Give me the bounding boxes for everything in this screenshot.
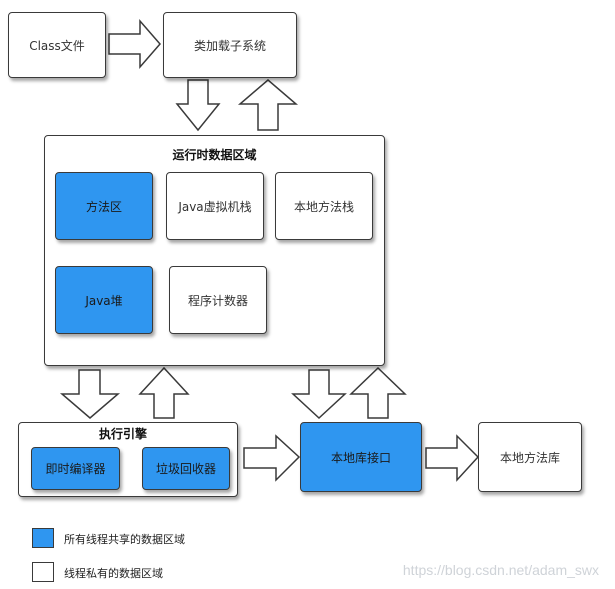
jit-compiler-label: 即时编译器 bbox=[45, 462, 106, 476]
jit-compiler-node: 即时编译器 bbox=[31, 447, 120, 490]
java-heap-label: Java堆 bbox=[85, 293, 123, 308]
java-vm-stack-label: Java虚拟机栈 bbox=[178, 199, 252, 214]
legend-shared-swatch bbox=[32, 528, 54, 548]
native-interface-label: 本地库接口 bbox=[330, 450, 391, 465]
native-library-node: 本地方法库 bbox=[478, 422, 582, 492]
arrow-engine-to-native-interface bbox=[243, 434, 301, 482]
native-method-stack-label: 本地方法栈 bbox=[293, 199, 354, 214]
arrow-class-to-loader bbox=[108, 18, 161, 70]
class-loader-label: 类加载子系统 bbox=[193, 38, 266, 53]
legend-private-swatch bbox=[32, 562, 54, 582]
legend-private-label: 线程私有的数据区域 bbox=[64, 567, 163, 580]
arrow-loader-to-runtime bbox=[175, 79, 221, 132]
arrow-native-interface-to-runtime bbox=[349, 366, 407, 419]
garbage-collector-node: 垃圾回收器 bbox=[142, 447, 230, 490]
arrow-runtime-to-loader bbox=[237, 79, 299, 131]
program-counter-node: 程序计数器 bbox=[169, 266, 267, 334]
native-library-label: 本地方法库 bbox=[499, 450, 560, 465]
arrow-native-interface-to-library bbox=[425, 434, 480, 482]
class-file-label: Class文件 bbox=[29, 38, 85, 53]
method-area-node: 方法区 bbox=[55, 172, 153, 240]
program-counter-label: 程序计数器 bbox=[187, 293, 248, 308]
native-method-stack-node: 本地方法栈 bbox=[275, 172, 373, 240]
arrow-runtime-to-native-interface bbox=[291, 369, 347, 420]
method-area-label: 方法区 bbox=[85, 199, 122, 214]
runtime-data-area-title: 运行时数据区域 bbox=[172, 148, 257, 162]
watermark-text: https://blog.csdn.net/adam_swx bbox=[402, 562, 599, 578]
garbage-collector-label: 垃圾回收器 bbox=[155, 462, 216, 476]
java-vm-stack-node: Java虚拟机栈 bbox=[166, 172, 264, 240]
arrow-engine-to-runtime bbox=[138, 366, 190, 419]
execution-engine-title: 执行引擎 bbox=[99, 427, 148, 441]
java-heap-node: Java堆 bbox=[55, 266, 153, 334]
native-interface-node: 本地库接口 bbox=[300, 422, 422, 492]
arrow-runtime-to-engine bbox=[59, 369, 121, 419]
class-loader-node: 类加载子系统 bbox=[163, 12, 297, 78]
class-file-node: Class文件 bbox=[8, 12, 106, 78]
legend-shared-label: 所有线程共享的数据区域 bbox=[64, 533, 185, 546]
